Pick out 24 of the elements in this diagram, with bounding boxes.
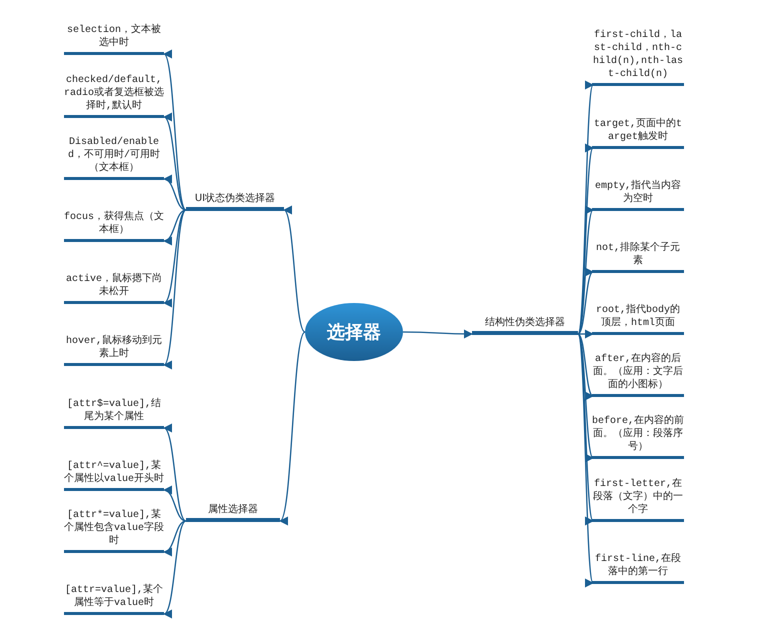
leaf-topic: before,在内容的前面。（应用：段落序号） [592, 415, 684, 459]
connector-arrow [403, 329, 473, 338]
root-ellipse: 选择器 [305, 303, 403, 361]
leaf-topic: first-letter,在段落（文字）中的一个字 [592, 478, 684, 522]
leaf-topic: first-child，last-child，nth-child(n),nth-last-child(n) [592, 29, 684, 86]
leaf-topic: selection，文本被选中时 [64, 24, 164, 55]
leaf-topic: checked/default,radio或者复选框被选择时,默认时 [64, 74, 164, 118]
leaf-topic: [attr$=value],结尾为某个属性 [64, 398, 164, 429]
leaf-topic: hover,鼠标移动到元素上时 [64, 335, 164, 366]
branch-topic: UI状态伪类选择器 [186, 192, 284, 211]
leaf-topic: [attr^=value],某个属性以value开头时 [64, 460, 164, 491]
leaf-topic: [attr=value],某个属性等于value时 [64, 584, 164, 615]
leaf-topic: after,在内容的后面。（应用：文字后面的小图标） [592, 353, 684, 397]
leaf-topic: empty,指代当内容为空时 [592, 180, 684, 211]
leaf-topic: not,排除某个子元素 [592, 242, 684, 273]
leaf-topic: target,页面中的target触发时 [592, 118, 684, 149]
leaf-topic: root,指代body的顶层，html页面 [592, 304, 684, 335]
branch-topic: 结构性伪类选择器 [472, 316, 578, 335]
leaf-topic: [attr*=value],某个属性包含value字段时 [64, 509, 164, 553]
branch-topic: 属性选择器 [186, 503, 280, 522]
leaf-topic: Disabled/enabled，不可用时/可用时（文本框） [64, 136, 164, 180]
leaf-topic: active，鼠标摁下尚未松开 [64, 273, 164, 304]
leaf-topic: first-line,在段落中的第一行 [592, 553, 684, 584]
leaf-topic: focus，获得焦点（文本框） [64, 211, 164, 242]
